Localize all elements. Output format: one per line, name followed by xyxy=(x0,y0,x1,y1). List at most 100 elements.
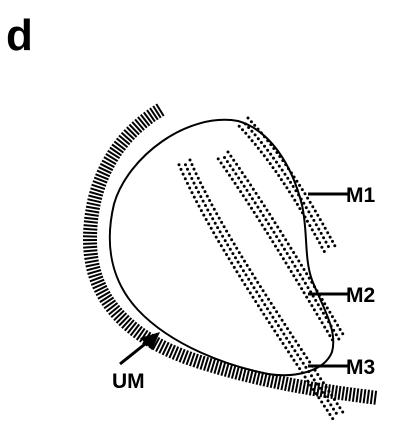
row-m1-dot xyxy=(331,240,334,243)
row-m3-dot xyxy=(286,327,289,330)
membrane-hatch-tick xyxy=(117,138,128,147)
row-m3-dot xyxy=(207,222,210,225)
row-m2-dot xyxy=(263,204,266,207)
membrane-hatch-tick xyxy=(88,199,102,202)
row-m2-dot xyxy=(269,236,272,239)
row-m3-dot xyxy=(281,319,284,322)
row-m3-dot xyxy=(186,168,189,171)
row-m2-dot xyxy=(273,231,276,234)
row-m3-dot xyxy=(195,200,198,203)
membrane-hatch-tick xyxy=(243,368,246,382)
row-m1-dot xyxy=(307,210,310,213)
row-m2-dot xyxy=(310,281,313,284)
row-m2-dot xyxy=(313,285,316,288)
row-m2-dot xyxy=(267,222,270,225)
row-m3-dot xyxy=(278,315,281,318)
row-m3-dot xyxy=(197,191,200,194)
row-m1-dot xyxy=(298,184,301,187)
row-m1-dot xyxy=(297,193,300,196)
row-m1-dot xyxy=(272,157,275,160)
row-m3-dot xyxy=(191,191,194,194)
row-m3-dot xyxy=(256,281,259,284)
membrane-hatch-tick xyxy=(109,306,120,315)
row-m3-dot xyxy=(226,243,229,246)
row-m2-dot xyxy=(301,278,304,281)
row-m2-dot xyxy=(280,244,283,247)
membrane-hatch-tick xyxy=(221,362,225,376)
row-m3-dot xyxy=(328,413,331,416)
row-m1-dot xyxy=(304,192,307,195)
row-m3-dot xyxy=(210,227,213,230)
row-m2-dot xyxy=(274,245,277,248)
row-m3-dot xyxy=(193,168,196,171)
row-m3-dot xyxy=(230,262,233,265)
membrane-hatch-tick xyxy=(349,388,351,402)
row-m3-dot xyxy=(258,295,261,298)
row-m3-dot xyxy=(293,349,296,352)
membrane-hatch-tick xyxy=(84,257,98,259)
row-m1-dot xyxy=(300,198,303,201)
row-m2-dot xyxy=(238,167,241,170)
row-m1-dot xyxy=(283,182,286,185)
membrane-hatch-tick xyxy=(357,388,359,402)
row-m1-dot xyxy=(254,133,257,136)
row-m3-dot xyxy=(262,289,265,292)
row-m1-dot xyxy=(260,131,263,134)
row-m2-dot xyxy=(232,159,235,162)
row-m3-dot xyxy=(279,338,282,341)
row-m1-dot xyxy=(257,137,260,140)
row-m2-dot xyxy=(325,316,328,319)
row-m3-dot xyxy=(208,199,211,202)
row-m3-dot xyxy=(263,303,266,306)
membrane-hatch-tick xyxy=(218,361,222,375)
row-m2-dot xyxy=(234,182,237,185)
row-m2-dot xyxy=(284,238,287,241)
row-m3-dot xyxy=(317,396,320,399)
membrane-hatch-tick xyxy=(299,380,302,394)
row-m3-dot xyxy=(184,163,187,166)
membrane-hatch-tick xyxy=(303,380,305,394)
membrane-hatch-tick xyxy=(83,247,97,248)
row-m2-dot xyxy=(326,330,329,333)
row-m2-dot xyxy=(247,203,250,206)
row-m3-dot xyxy=(219,230,222,233)
row-m1-dot xyxy=(298,207,301,210)
row-m3-dot xyxy=(335,412,338,415)
row-m2-dot xyxy=(235,163,238,166)
row-m3-dot xyxy=(224,239,227,242)
membrane-hatch-tick xyxy=(281,376,284,390)
row-m3-dot xyxy=(210,203,213,206)
row-m1-dot xyxy=(269,143,272,146)
membrane-hatch-tick xyxy=(85,210,99,212)
membrane-hatch-tick xyxy=(360,389,362,403)
row-m2-dot xyxy=(282,234,285,237)
membrane-hatch-tick xyxy=(117,313,127,323)
membrane-hatch-tick xyxy=(88,196,102,200)
row-m3-dot xyxy=(322,381,325,384)
row-m1-dot xyxy=(285,186,288,189)
row-m3-dot xyxy=(293,359,296,362)
row-m3-dot xyxy=(266,307,269,310)
membrane-hatch-tick xyxy=(125,320,134,331)
membrane-hatch-tick xyxy=(235,366,239,380)
row-m2-dot xyxy=(246,179,249,182)
row-m2-dot xyxy=(242,194,245,197)
row-m2-dot xyxy=(307,286,310,289)
membrane-hatch-tick xyxy=(267,373,270,387)
row-m2-dot xyxy=(232,168,235,171)
row-m3-dot xyxy=(269,312,272,315)
membrane-hatch-tick xyxy=(83,233,97,234)
row-m3-dot xyxy=(319,377,322,380)
row-m3-dot xyxy=(274,320,277,323)
row-m1-dot xyxy=(257,147,260,150)
row-m3-dot xyxy=(301,371,304,374)
row-m1-dot xyxy=(313,233,316,236)
row-m1-dot xyxy=(311,205,314,208)
row-m2-dot xyxy=(321,298,324,301)
row-m1-dot xyxy=(306,220,309,223)
row-m2-dot xyxy=(296,269,299,272)
row-m2-dot xyxy=(245,198,248,201)
row-m1-dot xyxy=(308,224,311,227)
row-m3-dot xyxy=(217,240,220,243)
row-m2-dot xyxy=(287,266,290,269)
